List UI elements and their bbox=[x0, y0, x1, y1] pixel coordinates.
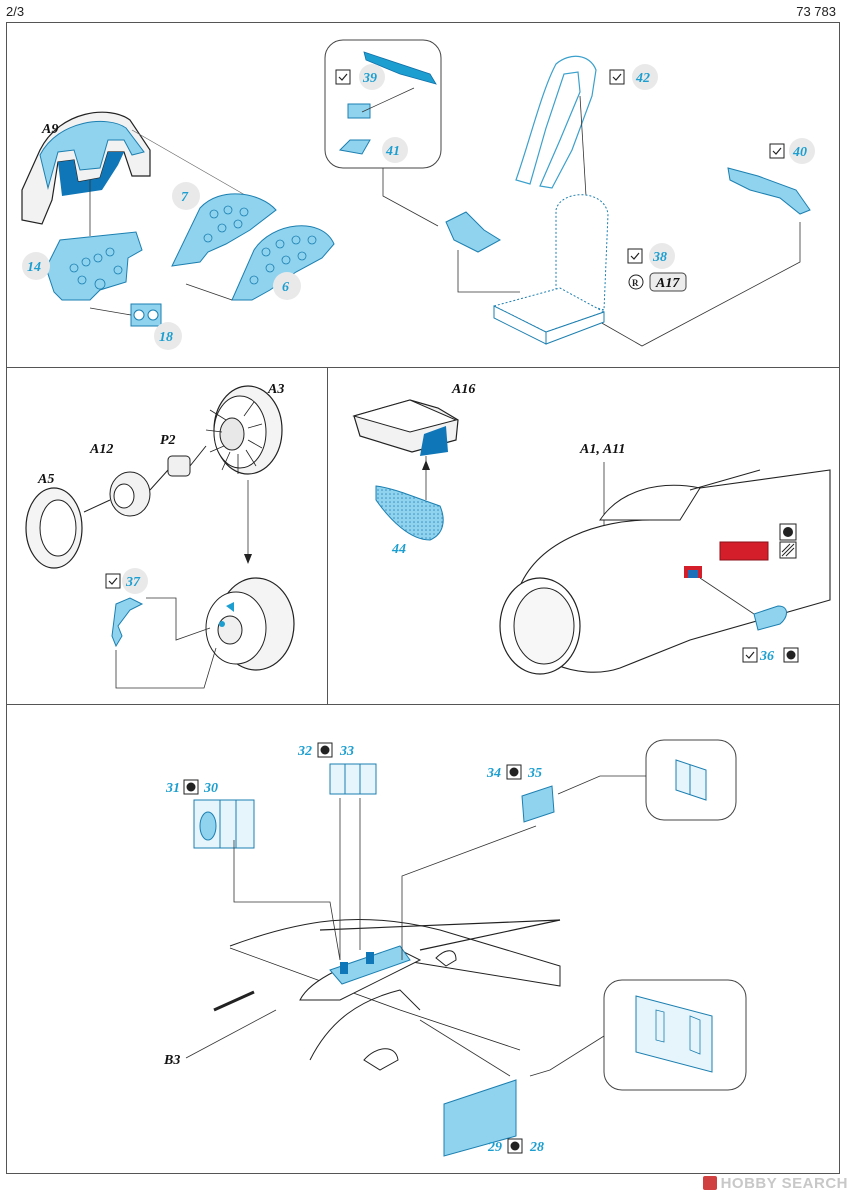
product-code: 73 783 bbox=[796, 4, 836, 19]
part-14: 14 bbox=[27, 260, 41, 275]
plate-part-41 bbox=[338, 139, 371, 155]
part-31: 31 bbox=[165, 781, 180, 796]
part-33: 33 bbox=[339, 744, 354, 759]
label-p2: P2 bbox=[160, 433, 176, 448]
part-40: 40 bbox=[792, 145, 807, 160]
label-a5: A5 bbox=[37, 472, 54, 487]
lever-part-37 bbox=[111, 597, 144, 648]
fuselage-nose bbox=[499, 469, 831, 675]
svg-text:R: R bbox=[632, 278, 639, 288]
belt-part-40 bbox=[727, 167, 811, 215]
harness-part bbox=[445, 211, 501, 253]
part-32: 32 bbox=[297, 744, 312, 759]
bend-icon-39 bbox=[335, 69, 351, 85]
red-placard bbox=[719, 541, 769, 561]
divider-top bbox=[7, 367, 839, 368]
panel-part-29-28 bbox=[443, 1079, 517, 1157]
part-42: 42 bbox=[635, 71, 650, 86]
engine-assembled bbox=[205, 577, 295, 671]
instruction-frame bbox=[6, 22, 840, 1174]
label-a9: A9 bbox=[41, 122, 58, 137]
panel-part-34-35 bbox=[521, 785, 555, 823]
shaft-p2 bbox=[167, 455, 191, 477]
label-b3: B3 bbox=[163, 1053, 180, 1068]
canopy-a16 bbox=[352, 399, 459, 456]
divider-bottom bbox=[7, 704, 839, 705]
coaming-a9 bbox=[21, 111, 151, 225]
part-18: 18 bbox=[159, 330, 173, 345]
seat bbox=[492, 194, 609, 345]
fuselage-b3 bbox=[213, 918, 561, 1071]
panel-part-7 bbox=[171, 193, 277, 267]
part-29: 29 bbox=[487, 1140, 502, 1155]
hobby-search-logo-icon bbox=[702, 1176, 717, 1190]
panel-part-32-33 bbox=[329, 763, 377, 795]
part-6: 6 bbox=[282, 280, 289, 295]
part-36: 36 bbox=[759, 649, 774, 664]
remove-icon bbox=[628, 274, 644, 290]
label-a16: A16 bbox=[451, 382, 475, 397]
part-39: 39 bbox=[362, 71, 377, 86]
panel-part-36 bbox=[753, 605, 787, 631]
label-a17: A17 bbox=[655, 276, 680, 291]
part-44: 44 bbox=[391, 542, 406, 557]
label-a3: A3 bbox=[267, 382, 284, 397]
part-34: 34 bbox=[486, 766, 501, 781]
mesh-part-44 bbox=[375, 485, 444, 541]
part-38: 38 bbox=[652, 250, 667, 265]
engine-a3 bbox=[205, 385, 283, 475]
panel-part-14 bbox=[45, 231, 143, 301]
part-35: 35 bbox=[527, 766, 542, 781]
label-a12: A12 bbox=[89, 442, 113, 457]
part-37: 37 bbox=[125, 575, 141, 590]
part-30: 30 bbox=[203, 781, 218, 796]
part-41: 41 bbox=[385, 144, 400, 159]
strap-part-39 bbox=[363, 51, 437, 85]
page-number: 2/3 bbox=[6, 4, 25, 19]
label-a1a11: A1, A11 bbox=[579, 442, 625, 457]
divider-middle bbox=[327, 367, 328, 704]
part-28: 28 bbox=[529, 1140, 544, 1155]
part-7: 7 bbox=[181, 190, 189, 205]
watermark: HOBBY SEARCH bbox=[702, 1175, 848, 1192]
belt-part-42 bbox=[515, 55, 597, 189]
